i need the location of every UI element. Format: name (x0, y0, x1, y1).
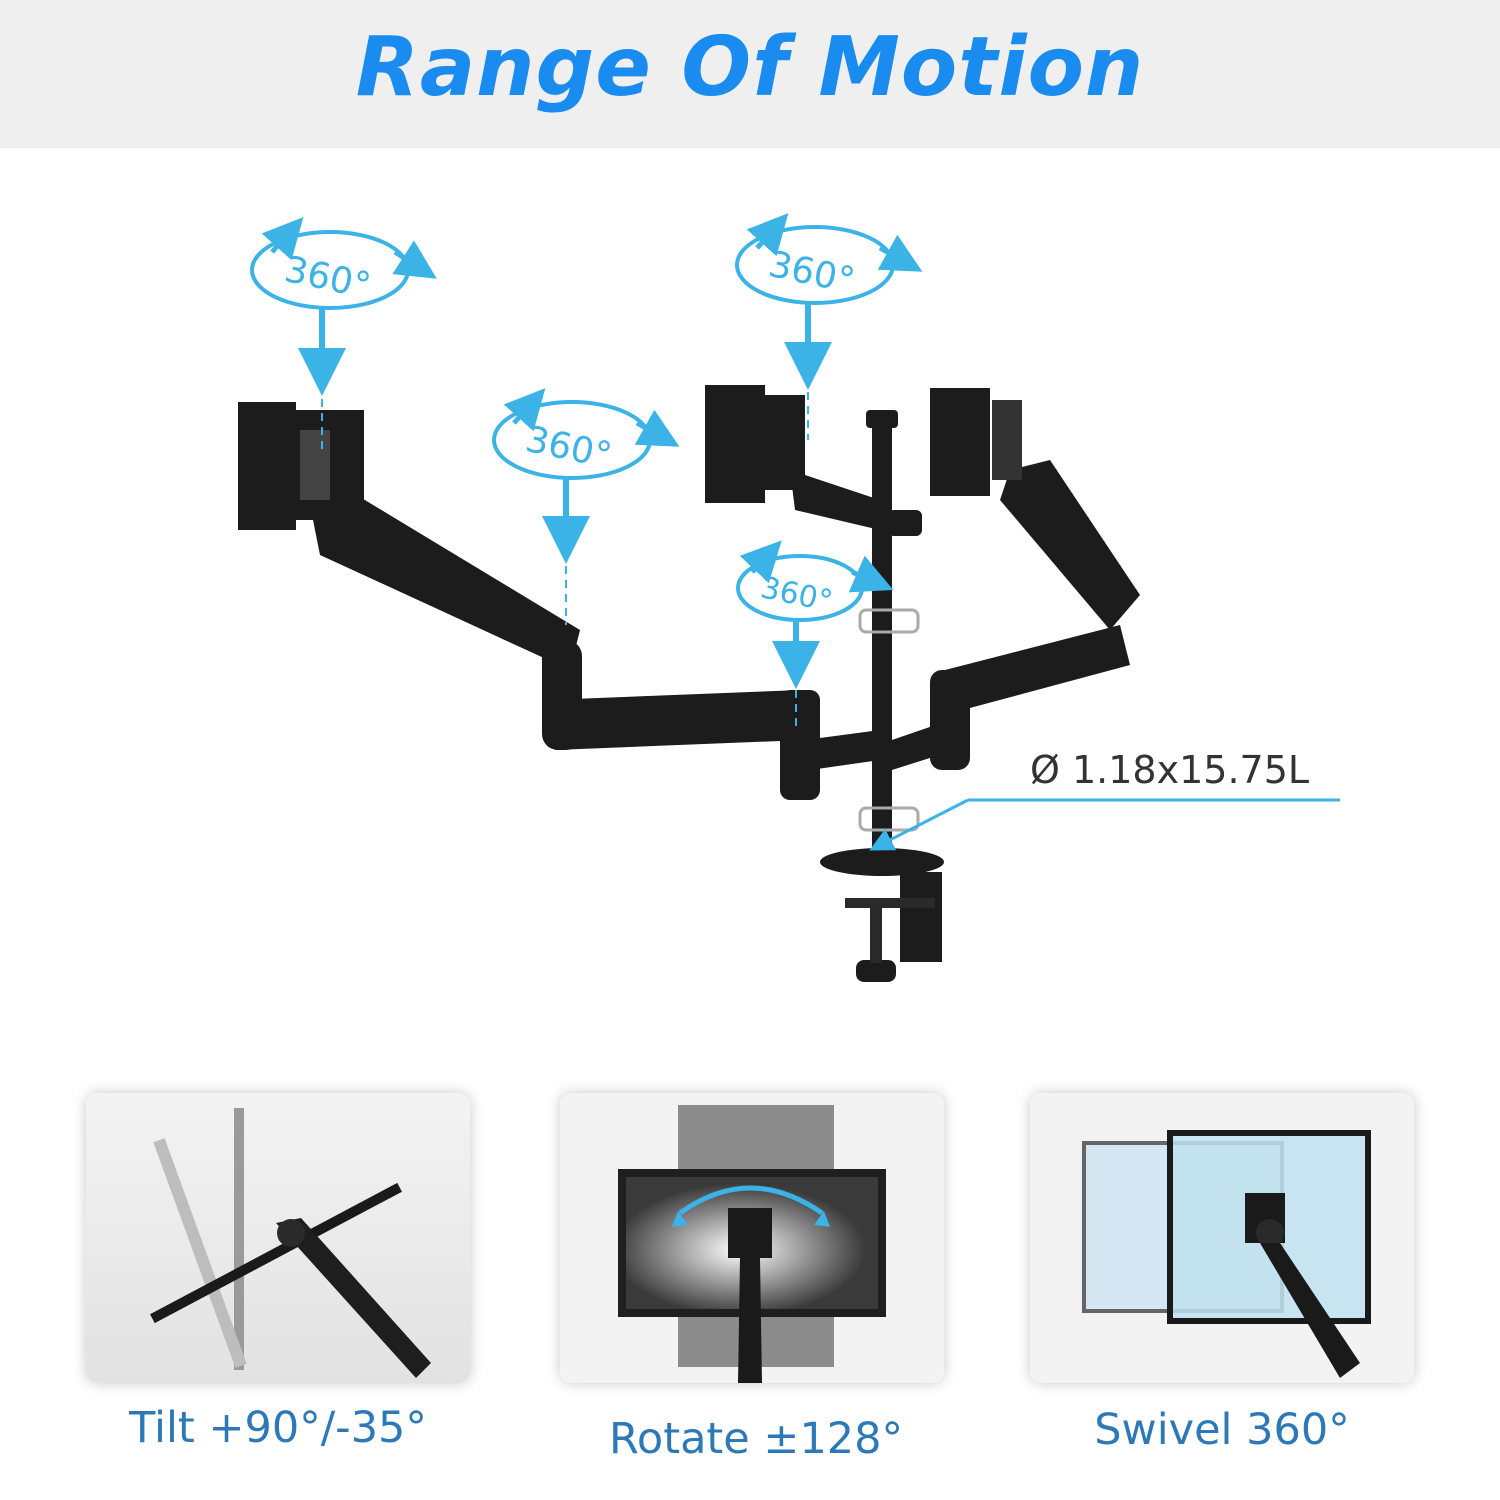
rotation-indicator-arm-joint: 360° (492, 388, 680, 625)
rotate-feature-panel (560, 1093, 944, 1383)
rotation-label: 360° (758, 570, 836, 619)
rotation-label: 360° (522, 419, 615, 477)
center-pole (872, 420, 892, 860)
cable-clip-upper (858, 608, 920, 634)
pole-dimension-callout (869, 798, 1340, 851)
header-bar (0, 0, 1500, 148)
tilt-monitor (150, 1182, 402, 1324)
tilt-caption: Tilt +90°/-35° (129, 1403, 427, 1453)
desk-clamp-base (820, 848, 944, 876)
swivel-feature-panel (1030, 1093, 1414, 1383)
pole-dimension-label: Ø 1.18x15.75L (1030, 748, 1310, 792)
tilt-ghost-monitor-upright (234, 1108, 244, 1370)
rotation-label: 360° (281, 249, 374, 307)
rotate-caption: Rotate ±128° (608, 1414, 904, 1464)
left-arm (310, 488, 880, 800)
middle-vesa-plate (705, 385, 805, 503)
swivel-caption: Swivel 360° (1094, 1405, 1350, 1455)
middle-arm (790, 470, 922, 536)
rotation-label: 360° (765, 244, 858, 302)
triple-monitor-arm-illustration: 360° 360° 360° 360° (238, 213, 1340, 982)
right-vesa-plate (930, 388, 1022, 496)
tilt-ghost-monitor-back (153, 1138, 247, 1368)
right-arm (892, 460, 1140, 770)
page-title: Range Of Motion (355, 20, 1145, 115)
tilt-feature-panel (86, 1093, 470, 1383)
left-vesa-plate (238, 402, 364, 530)
